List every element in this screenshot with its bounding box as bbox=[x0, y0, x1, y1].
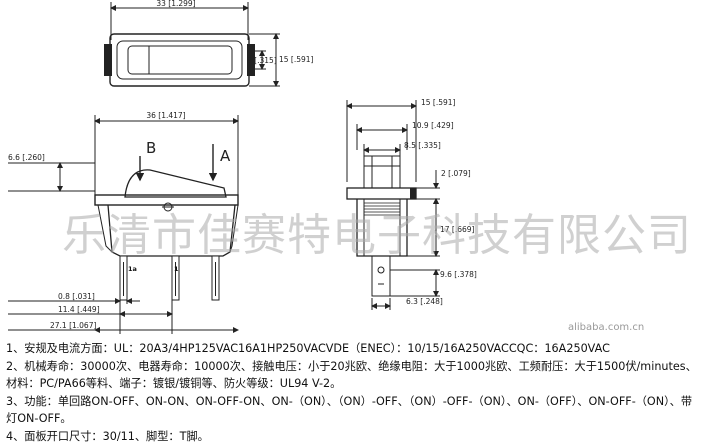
pin-label-1: 1 bbox=[174, 265, 179, 273]
end-dim-8-5: 8.5 [.335] bbox=[404, 141, 441, 150]
end-dim-10-9: 10.9 [.429] bbox=[412, 121, 454, 130]
side-offset-dim: 6.6 [.260] bbox=[8, 153, 45, 162]
spec-item-lifetime: 2、机械寿命：30000次、电器寿命：10000次、接触电压：小于20兆欧、绝缘… bbox=[6, 359, 697, 391]
end-dim-15: 15 [.591] bbox=[421, 98, 456, 107]
technical-drawing: 33 [1.299] 8 [.315] 15 [.591] bbox=[8, 0, 477, 334]
end-dim-6-3: 6.3 [.248] bbox=[406, 297, 443, 306]
top-view bbox=[104, 2, 280, 87]
dim-11-4: 11.4 [.449] bbox=[58, 305, 100, 314]
source-watermark: alibaba.com.cn bbox=[568, 322, 645, 333]
top-width-dim: 33 [1.299] bbox=[156, 0, 195, 8]
pin-label-1a: 1a bbox=[128, 265, 137, 273]
dim-27-1: 27.1 [1.067] bbox=[50, 321, 96, 330]
top-height-dim: 15 [.591] bbox=[279, 55, 314, 64]
top-inner-dim: 8 [.315] bbox=[247, 56, 277, 65]
spec-item-panel: 4、面板开口尺寸：30/11、脚型：T脚。 bbox=[6, 429, 209, 443]
end-dim-2: 2 [.079] bbox=[441, 169, 471, 178]
spec-list: 1、安规及电流方面：UL：20A3/4HP125VAC16A1HP250VACV… bbox=[6, 340, 702, 446]
side-view bbox=[8, 115, 239, 334]
side-width-dim: 36 [1.417] bbox=[146, 111, 185, 120]
label-b: B bbox=[146, 139, 156, 157]
label-a: A bbox=[220, 147, 231, 165]
company-watermark: 乐清市佳赛特电子科技有限公司 bbox=[62, 210, 692, 261]
dim-0-8: 0.8 [.031] bbox=[58, 292, 95, 301]
end-view bbox=[346, 100, 440, 310]
spec-item-safety: 1、安规及电流方面：UL：20A3/4HP125VAC16A1HP250VACV… bbox=[6, 342, 610, 355]
spec-item-functions: 3、功能：单回路ON-OFF、ON-ON、ON-OFF-ON、ON-（ON）、（… bbox=[6, 394, 693, 426]
end-dim-9-6: 9.6 [.378] bbox=[440, 270, 477, 279]
end-dim-17: 17 [.669] bbox=[440, 225, 475, 234]
